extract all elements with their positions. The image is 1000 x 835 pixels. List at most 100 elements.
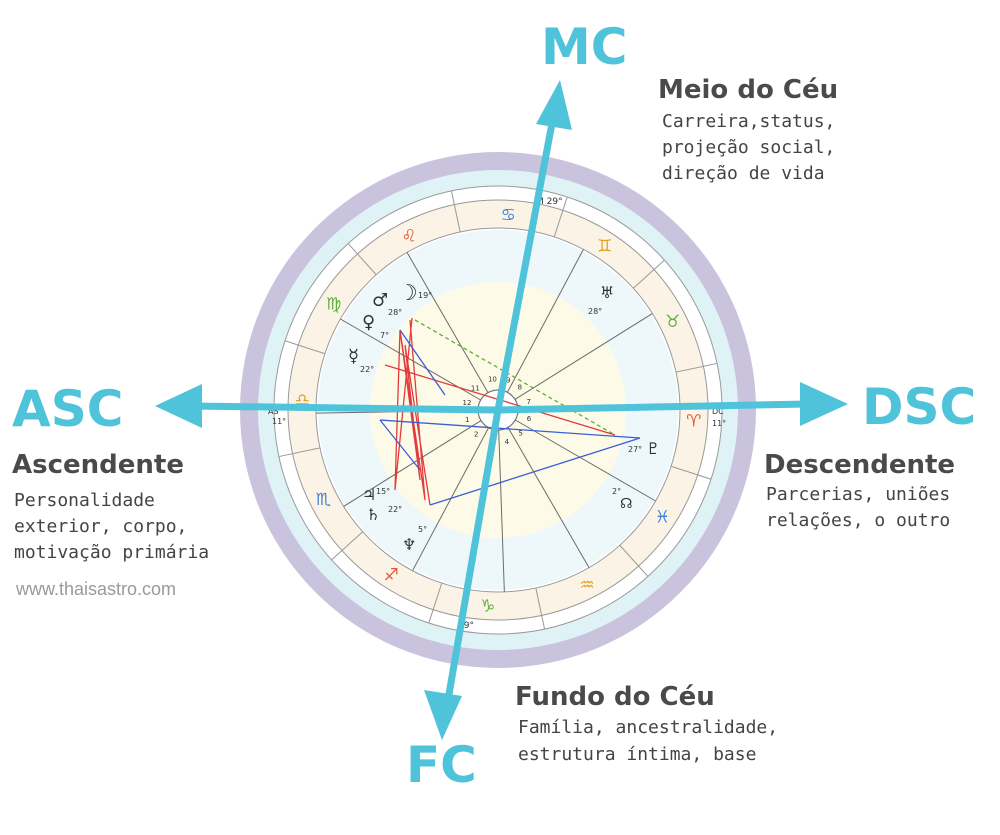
zodiac-divider (619, 544, 649, 577)
planet-jupiter: ♃ 15° (362, 485, 390, 504)
zodiac-divider (278, 447, 321, 458)
saturn-glyph: ♄ (366, 505, 380, 524)
dsc-desc-line: Parcerias, uniões (766, 484, 950, 505)
zodiac-sign-glyph: ♊ (597, 237, 612, 257)
planet-uranus: ♅ 28° (588, 283, 614, 316)
mc-desc-line: projeção social, (662, 137, 835, 158)
angle-arrows (155, 80, 848, 740)
asc-desc-line: Personalidade (14, 490, 155, 511)
fc-desc-line: Família, ancestralidade, (518, 717, 778, 738)
house-number: 11 (471, 384, 480, 392)
zodiac-sign-glyph: ♑ (480, 597, 495, 617)
planet-node: ☊ 2° (612, 487, 632, 512)
mercury-glyph: ☿ (348, 346, 359, 367)
house-number: 12 (463, 399, 472, 407)
dsc-desc-line: relações, o outro (766, 510, 950, 531)
asc-title: Ascendente (12, 450, 184, 480)
mc-arrow-line (494, 117, 557, 411)
planet-mars: ♂ 19° (372, 290, 432, 311)
node-degree: 2° (612, 487, 621, 496)
fc-arrowhead (424, 690, 462, 740)
zodiac-divider (632, 259, 665, 289)
aspect-line-blue (379, 419, 641, 439)
house-cusps (316, 230, 680, 592)
zodiac-divider (331, 531, 364, 561)
aspect-line-red (394, 317, 413, 491)
zodiac-divider (284, 340, 326, 355)
dsc-arrowhead (800, 382, 848, 426)
zodiac-dividers (278, 190, 718, 630)
zodiac-sign-glyph: ♈ (686, 411, 701, 431)
zodiac-sign-glyph: ♒ (579, 576, 594, 596)
mc-abbr: MC (541, 18, 627, 76)
zodiac-sign-glyph: ♋ (501, 205, 516, 225)
pluto-degree: 27° (628, 445, 642, 454)
mc-title: Meio do Céu (658, 75, 838, 105)
house-number: 10 (488, 375, 497, 383)
house-number: 1 (465, 416, 469, 424)
aspect-line-blue (379, 419, 421, 471)
zodiac-divider (450, 190, 461, 233)
as-degree: 11° (272, 417, 286, 426)
planet-saturn: ♄ 22° (366, 505, 402, 524)
house-number: 9 (506, 377, 510, 385)
zodiac-divider (347, 243, 377, 276)
zodiac-sign-glyph: ♐ (384, 565, 399, 585)
dsc-title: Descendente (764, 450, 955, 480)
jupiter-glyph: ♃ (362, 485, 376, 504)
aspect-line-red (399, 319, 431, 506)
dsc-abbr: DSC (862, 378, 976, 436)
zodiac-signs: ♋♌♍♎♏♐♑♒♓♈♉♊ (295, 205, 702, 616)
house-number: 4 (505, 438, 510, 446)
saturn-degree: 22° (388, 505, 402, 514)
fc-title: Fundo do Céu (515, 682, 715, 712)
dsc-arrow-line (497, 400, 809, 414)
uranus-degree: 28° (588, 307, 602, 316)
asc-desc-line: exterior, corpo, (14, 516, 187, 537)
house-number: 8 (518, 384, 522, 392)
zodiac-divider (428, 582, 443, 624)
house-cusp-line (412, 427, 490, 571)
mars-degree: 19° (418, 291, 432, 300)
dc-degree: 11° (712, 419, 726, 428)
zodiac-divider (670, 465, 712, 480)
as-marker: AS (268, 407, 279, 416)
mc-marker: M 29° (536, 197, 563, 207)
zodiac-sign-glyph: ♌ (401, 226, 416, 246)
fc-arrow-line (444, 409, 502, 701)
planet-pluto: ♇ 27° (628, 439, 660, 458)
node-glyph: ☊ (620, 496, 632, 512)
planet-moon: ☽ 28° (388, 281, 418, 317)
fc-desc-line: estrutura íntima, base (518, 744, 756, 765)
zodiac-sign-glyph: ♉ (665, 312, 680, 332)
mercury-degree: 22° (360, 365, 374, 374)
house-cusp-line (498, 429, 505, 592)
aspect-line-blue (399, 329, 446, 396)
dc-marker: DC (712, 407, 724, 416)
venus-glyph: ♀ (362, 312, 375, 333)
planet-venus: ♀ 7° (362, 312, 389, 340)
jupiter-degree: 15° (376, 487, 390, 496)
asc-arrowhead (155, 384, 202, 428)
mc-desc-line: Carreira,status, (662, 111, 835, 132)
pluto-glyph: ♇ (646, 439, 660, 458)
house-number: 5 (518, 430, 522, 438)
zodiac-sign-glyph: ♍ (326, 294, 341, 314)
zodiac-divider (675, 362, 718, 373)
asc-arrow-line (191, 402, 499, 414)
house-cusp-line (506, 249, 584, 393)
neptune-glyph: ♆ (402, 535, 416, 554)
mc-arrowhead (536, 80, 572, 130)
zodiac-divider (553, 196, 568, 238)
uranus-glyph: ♅ (600, 283, 614, 302)
zodiac-sign-glyph: ♓ (655, 508, 670, 528)
house-cusp-line (406, 252, 489, 393)
fc-abbr: FC (406, 736, 477, 794)
house-number: 6 (527, 415, 532, 423)
aspect-line-green (414, 319, 616, 436)
planet-mercury: ☿ 22° (348, 346, 374, 374)
moon-degree: 28° (388, 308, 402, 317)
ic-marker: 29° (458, 621, 474, 631)
mars-glyph: ♂ (372, 290, 388, 311)
